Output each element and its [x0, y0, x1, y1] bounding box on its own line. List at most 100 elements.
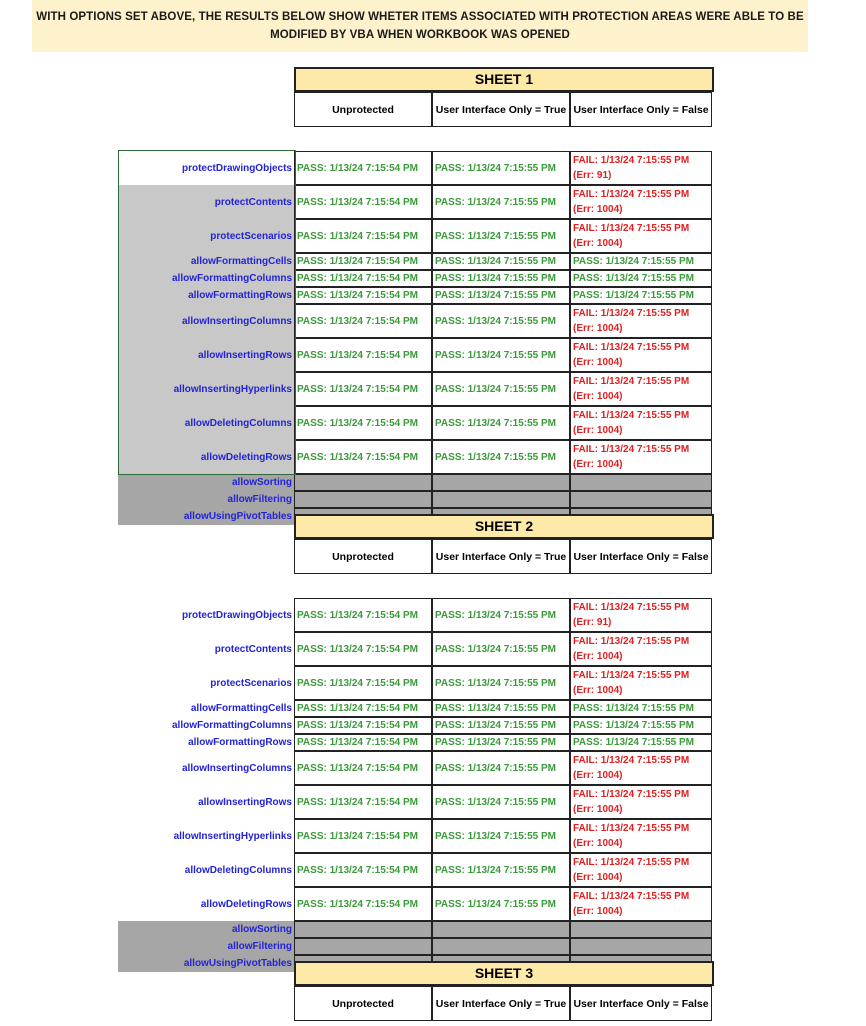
result-cell[interactable]: FAIL: 1/13/24 7:15:55 PM(Err: 1004): [570, 853, 712, 887]
result-cell[interactable]: PASS: 1/13/24 7:15:55 PM: [432, 185, 570, 219]
result-cell[interactable]: FAIL: 1/13/24 7:15:55 PM(Err: 1004): [570, 887, 712, 921]
error-code: (Err: 1004): [573, 204, 623, 215]
result-cell[interactable]: PASS: 1/13/24 7:15:54 PM: [294, 287, 432, 304]
column-header-3: User Interface Only = False: [570, 539, 712, 574]
result-cell[interactable]: PASS: 1/13/24 7:15:54 PM: [294, 253, 432, 270]
result-text: FAIL: 1/13/24 7:15:55 PM: [573, 636, 690, 647]
result-cell[interactable]: [294, 921, 432, 938]
result-cell[interactable]: PASS: 1/13/24 7:15:55 PM: [570, 270, 712, 287]
result-cell[interactable]: PASS: 1/13/24 7:15:54 PM: [294, 185, 432, 219]
result-cell[interactable]: FAIL: 1/13/24 7:15:55 PM(Err: 1004): [570, 751, 712, 785]
result-cell[interactable]: PASS: 1/13/24 7:15:55 PM: [432, 253, 570, 270]
result-cell[interactable]: PASS: 1/13/24 7:15:55 PM: [570, 734, 712, 751]
result-cell[interactable]: PASS: 1/13/24 7:15:54 PM: [294, 440, 432, 474]
result-cell[interactable]: PASS: 1/13/24 7:15:55 PM: [432, 734, 570, 751]
result-cell[interactable]: PASS: 1/13/24 7:15:55 PM: [432, 304, 570, 338]
sheet-title: SHEET 1: [294, 67, 714, 92]
result-text: FAIL: 1/13/24 7:15:55 PM: [573, 755, 690, 766]
result-cell[interactable]: PASS: 1/13/24 7:15:55 PM: [432, 287, 570, 304]
result-cell[interactable]: FAIL: 1/13/24 7:15:55 PM(Err: 91): [570, 151, 712, 185]
sheet-title: SHEET 3: [294, 961, 714, 986]
result-text: PASS: 1/13/24 7:15:55 PM: [435, 762, 556, 774]
result-cell[interactable]: FAIL: 1/13/24 7:15:55 PM(Err: 1004): [570, 304, 712, 338]
result-cell[interactable]: PASS: 1/13/24 7:15:55 PM: [432, 853, 570, 887]
result-cell[interactable]: PASS: 1/13/24 7:15:54 PM: [294, 666, 432, 700]
result-cell[interactable]: PASS: 1/13/24 7:15:55 PM: [432, 270, 570, 287]
result-cell[interactable]: PASS: 1/13/24 7:15:55 PM: [432, 598, 570, 632]
result-cell[interactable]: FAIL: 1/13/24 7:15:55 PM(Err: 1004): [570, 440, 712, 474]
result-cell[interactable]: PASS: 1/13/24 7:15:55 PM: [570, 717, 712, 734]
result-cell[interactable]: PASS: 1/13/24 7:15:54 PM: [294, 304, 432, 338]
result-cell[interactable]: PASS: 1/13/24 7:15:55 PM: [432, 440, 570, 474]
result-cell[interactable]: PASS: 1/13/24 7:15:54 PM: [294, 598, 432, 632]
result-cell[interactable]: PASS: 1/13/24 7:15:54 PM: [294, 632, 432, 666]
result-cell[interactable]: PASS: 1/13/24 7:15:54 PM: [294, 406, 432, 440]
result-cell[interactable]: PASS: 1/13/24 7:15:54 PM: [294, 734, 432, 751]
result-cell[interactable]: PASS: 1/13/24 7:15:55 PM: [432, 632, 570, 666]
result-cell[interactable]: [294, 474, 432, 491]
row-label: allowDeletingRows: [200, 898, 292, 910]
result-cell[interactable]: PASS: 1/13/24 7:15:54 PM: [294, 270, 432, 287]
result-cell[interactable]: [570, 938, 712, 955]
result-cell[interactable]: PASS: 1/13/24 7:15:55 PM: [570, 700, 712, 717]
result-cell[interactable]: FAIL: 1/13/24 7:15:55 PM(Err: 1004): [570, 406, 712, 440]
result-text: FAIL: 1/13/24 7:15:55 PM: [573, 789, 690, 800]
result-cell[interactable]: FAIL: 1/13/24 7:15:55 PM(Err: 1004): [570, 632, 712, 666]
result-cell[interactable]: PASS: 1/13/24 7:15:54 PM: [294, 700, 432, 717]
result-cell[interactable]: PASS: 1/13/24 7:15:55 PM: [432, 406, 570, 440]
result-text: PASS: 1/13/24 7:15:55 PM: [435, 796, 556, 808]
row-label: allowFormattingRows: [188, 737, 292, 748]
result-cell[interactable]: PASS: 1/13/24 7:15:54 PM: [294, 785, 432, 819]
result-text: PASS: 1/13/24 7:15:55 PM: [435, 290, 556, 301]
result-cell[interactable]: PASS: 1/13/24 7:15:54 PM: [294, 338, 432, 372]
result-cell[interactable]: PASS: 1/13/24 7:15:54 PM: [294, 717, 432, 734]
result-cell[interactable]: PASS: 1/13/24 7:15:54 PM: [294, 151, 432, 185]
result-cell[interactable]: FAIL: 1/13/24 7:15:55 PM(Err: 1004): [570, 819, 712, 853]
result-cell[interactable]: PASS: 1/13/24 7:15:55 PM: [432, 717, 570, 734]
result-cell[interactable]: PASS: 1/13/24 7:15:55 PM: [432, 666, 570, 700]
result-cell[interactable]: PASS: 1/13/24 7:15:54 PM: [294, 219, 432, 253]
result-cell[interactable]: PASS: 1/13/24 7:15:55 PM: [570, 253, 712, 270]
result-cell[interactable]: PASS: 1/13/24 7:15:55 PM: [432, 372, 570, 406]
error-code: (Err: 1004): [573, 906, 623, 917]
result-cell[interactable]: [432, 491, 570, 508]
error-code: (Err: 1004): [573, 357, 623, 368]
result-cell[interactable]: PASS: 1/13/24 7:15:55 PM: [432, 785, 570, 819]
result-cell[interactable]: FAIL: 1/13/24 7:15:55 PM (Err: 1004): [570, 785, 712, 819]
result-text: FAIL: 1/13/24 7:15:55 PM: [573, 444, 690, 455]
result-cell[interactable]: [570, 491, 712, 508]
result-cell[interactable]: FAIL: 1/13/24 7:15:55 PM(Err: 1004): [570, 219, 712, 253]
result-cell[interactable]: PASS: 1/13/24 7:15:55 PM: [432, 219, 570, 253]
result-cell[interactable]: PASS: 1/13/24 7:15:54 PM: [294, 819, 432, 853]
result-cell[interactable]: [432, 474, 570, 491]
result-cell[interactable]: FAIL: 1/13/24 7:15:55 PM(Err: 1004): [570, 666, 712, 700]
result-cell[interactable]: FAIL: 1/13/24 7:15:55 PM(Err: 91): [570, 598, 712, 632]
result-text: PASS: 1/13/24 7:15:55 PM: [435, 677, 556, 689]
result-cell[interactable]: [570, 474, 712, 491]
result-cell[interactable]: PASS: 1/13/24 7:15:55 PM: [432, 700, 570, 717]
result-text: PASS: 1/13/24 7:15:55 PM: [573, 720, 694, 731]
result-text: FAIL: 1/13/24 7:15:55 PM: [573, 602, 690, 613]
result-cell[interactable]: [432, 938, 570, 955]
result-cell[interactable]: PASS: 1/13/24 7:15:54 PM: [294, 887, 432, 921]
result-cell[interactable]: FAIL: 1/13/24 7:15:55 PM(Err: 1004): [570, 372, 712, 406]
result-cell[interactable]: [432, 921, 570, 938]
result-text: PASS: 1/13/24 7:15:55 PM: [435, 417, 556, 429]
result-cell[interactable]: PASS: 1/13/24 7:15:55 PM: [432, 887, 570, 921]
result-cell[interactable]: PASS: 1/13/24 7:15:55 PM: [432, 151, 570, 185]
result-cell[interactable]: FAIL: 1/13/24 7:15:55 PM(Err: 1004): [570, 338, 712, 372]
result-cell[interactable]: [294, 938, 432, 955]
result-cell[interactable]: PASS: 1/13/24 7:15:55 PM: [570, 287, 712, 304]
result-cell[interactable]: PASS: 1/13/24 7:15:55 PM: [432, 751, 570, 785]
result-text: PASS: 1/13/24 7:15:55 PM: [435, 273, 556, 284]
result-cell[interactable]: [294, 491, 432, 508]
result-cell[interactable]: PASS: 1/13/24 7:15:55 PM: [432, 338, 570, 372]
error-code: (Err: 1004): [573, 872, 623, 883]
result-cell[interactable]: FAIL: 1/13/24 7:15:55 PM(Err: 1004): [570, 185, 712, 219]
result-cell[interactable]: PASS: 1/13/24 7:15:54 PM: [294, 751, 432, 785]
error-code: (Err: 1004): [573, 804, 623, 815]
result-cell[interactable]: PASS: 1/13/24 7:15:55 PM: [432, 819, 570, 853]
result-cell[interactable]: PASS: 1/13/24 7:15:54 PM: [294, 372, 432, 406]
result-cell[interactable]: [570, 921, 712, 938]
result-cell[interactable]: PASS: 1/13/24 7:15:54 PM: [294, 853, 432, 887]
